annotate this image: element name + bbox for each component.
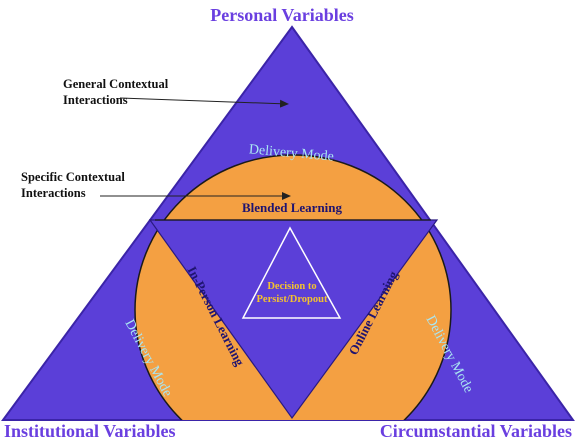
delivery-mode-label-top: Delivery Mode	[248, 142, 334, 164]
center-label-line2: Persist/Dropout	[257, 294, 328, 305]
annotation-general-arrow	[119, 97, 289, 108]
annotation-specific-line2: Interactions	[21, 186, 86, 200]
vertex-label-top: Personal Variables	[210, 5, 354, 25]
center-label-line1: Decision to	[267, 281, 316, 292]
vertex-label-bottom-right: Circumstantial Variables	[380, 421, 572, 441]
annotation-general-line2: Interactions	[63, 93, 128, 107]
annotation-general-line1: General Contextual	[63, 77, 169, 91]
center-triangle	[241, 226, 342, 319]
annotation-specific-line1: Specific Contextual	[21, 170, 125, 184]
mode-label-blended: Blended Learning	[242, 200, 343, 215]
vertex-label-bottom-left: Institutional Variables	[4, 421, 176, 441]
